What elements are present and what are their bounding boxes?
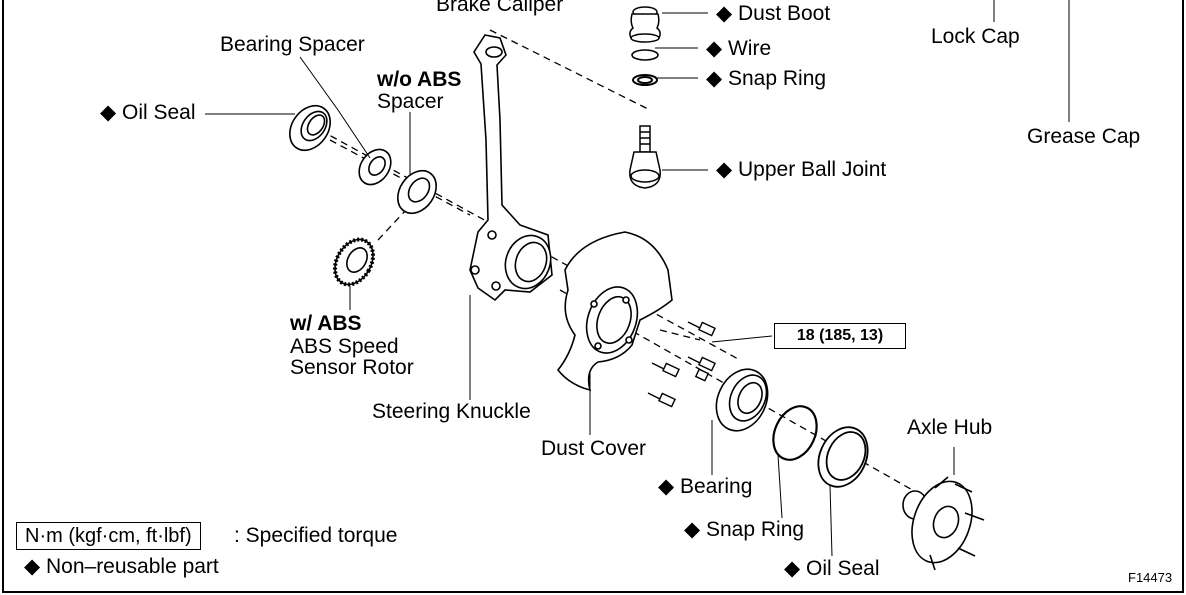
steering-knuckle-label: Steering Knuckle <box>372 400 531 423</box>
sensor-rotor-label: Sensor Rotor <box>290 356 414 379</box>
right-oil-seal-label: ◆ Oil Seal <box>784 557 880 580</box>
torque-unit-box: N·m (kgf·cm, ft·lbf) <box>16 522 201 550</box>
dust-cover-label: Dust Cover <box>541 437 647 460</box>
bearing-spacer-label: Bearing Spacer <box>220 33 365 56</box>
wire-ring-part <box>631 49 659 61</box>
figure-id: F14473 <box>1128 570 1173 585</box>
dust-cover-part <box>556 231 673 392</box>
torque-unit-description: : Specified torque <box>234 524 398 547</box>
left-oil-seal-label: ◆ Oil Seal <box>100 101 196 124</box>
without-abs-label: w/o ABS <box>377 68 462 91</box>
upper-ball-joint-part <box>629 125 661 189</box>
upper-ball-joint-label: ◆ Upper Ball Joint <box>716 158 887 181</box>
dust-boot-part <box>629 6 661 43</box>
abs-speed-label: ABS Speed <box>290 335 399 358</box>
bearing-part <box>715 368 769 432</box>
bearing-spacer-part <box>358 148 392 186</box>
grease-cap-label: Grease Cap <box>1027 125 1141 148</box>
upper-snap-ring-label: ◆ Snap Ring <box>706 67 827 90</box>
with-abs-label: w/ ABS <box>290 312 362 335</box>
spacer-label: Spacer <box>377 90 444 113</box>
brake-caliper-label: Brake Caliper <box>436 0 564 16</box>
leader-lines <box>205 0 1070 557</box>
axle-hub-part <box>902 476 985 571</box>
lower-snap-ring-part <box>772 405 818 461</box>
dust-boot-label: ◆ Dust Boot <box>716 2 831 25</box>
bearing-label: ◆ Bearing <box>658 475 753 498</box>
steering-knuckle-part <box>469 34 553 302</box>
right-oil-seal-part <box>817 426 869 488</box>
upper-snap-ring-part <box>632 74 658 86</box>
lock-cap-label: Lock Cap <box>931 25 1020 48</box>
lower-snap-ring-label: ◆ Snap Ring <box>684 518 805 541</box>
wire-label: ◆ Wire <box>706 37 772 60</box>
torque-value-box: 18 (185, 13) <box>774 323 906 349</box>
left-oil-seal-part <box>289 104 331 152</box>
spacer-part <box>397 169 437 215</box>
non-reusable-legend: ◆ Non–reusable part <box>24 555 219 578</box>
abs-sensor-rotor-part <box>333 237 375 287</box>
mounting-bolts <box>647 321 716 408</box>
axle-hub-label: Axle Hub <box>907 416 993 439</box>
